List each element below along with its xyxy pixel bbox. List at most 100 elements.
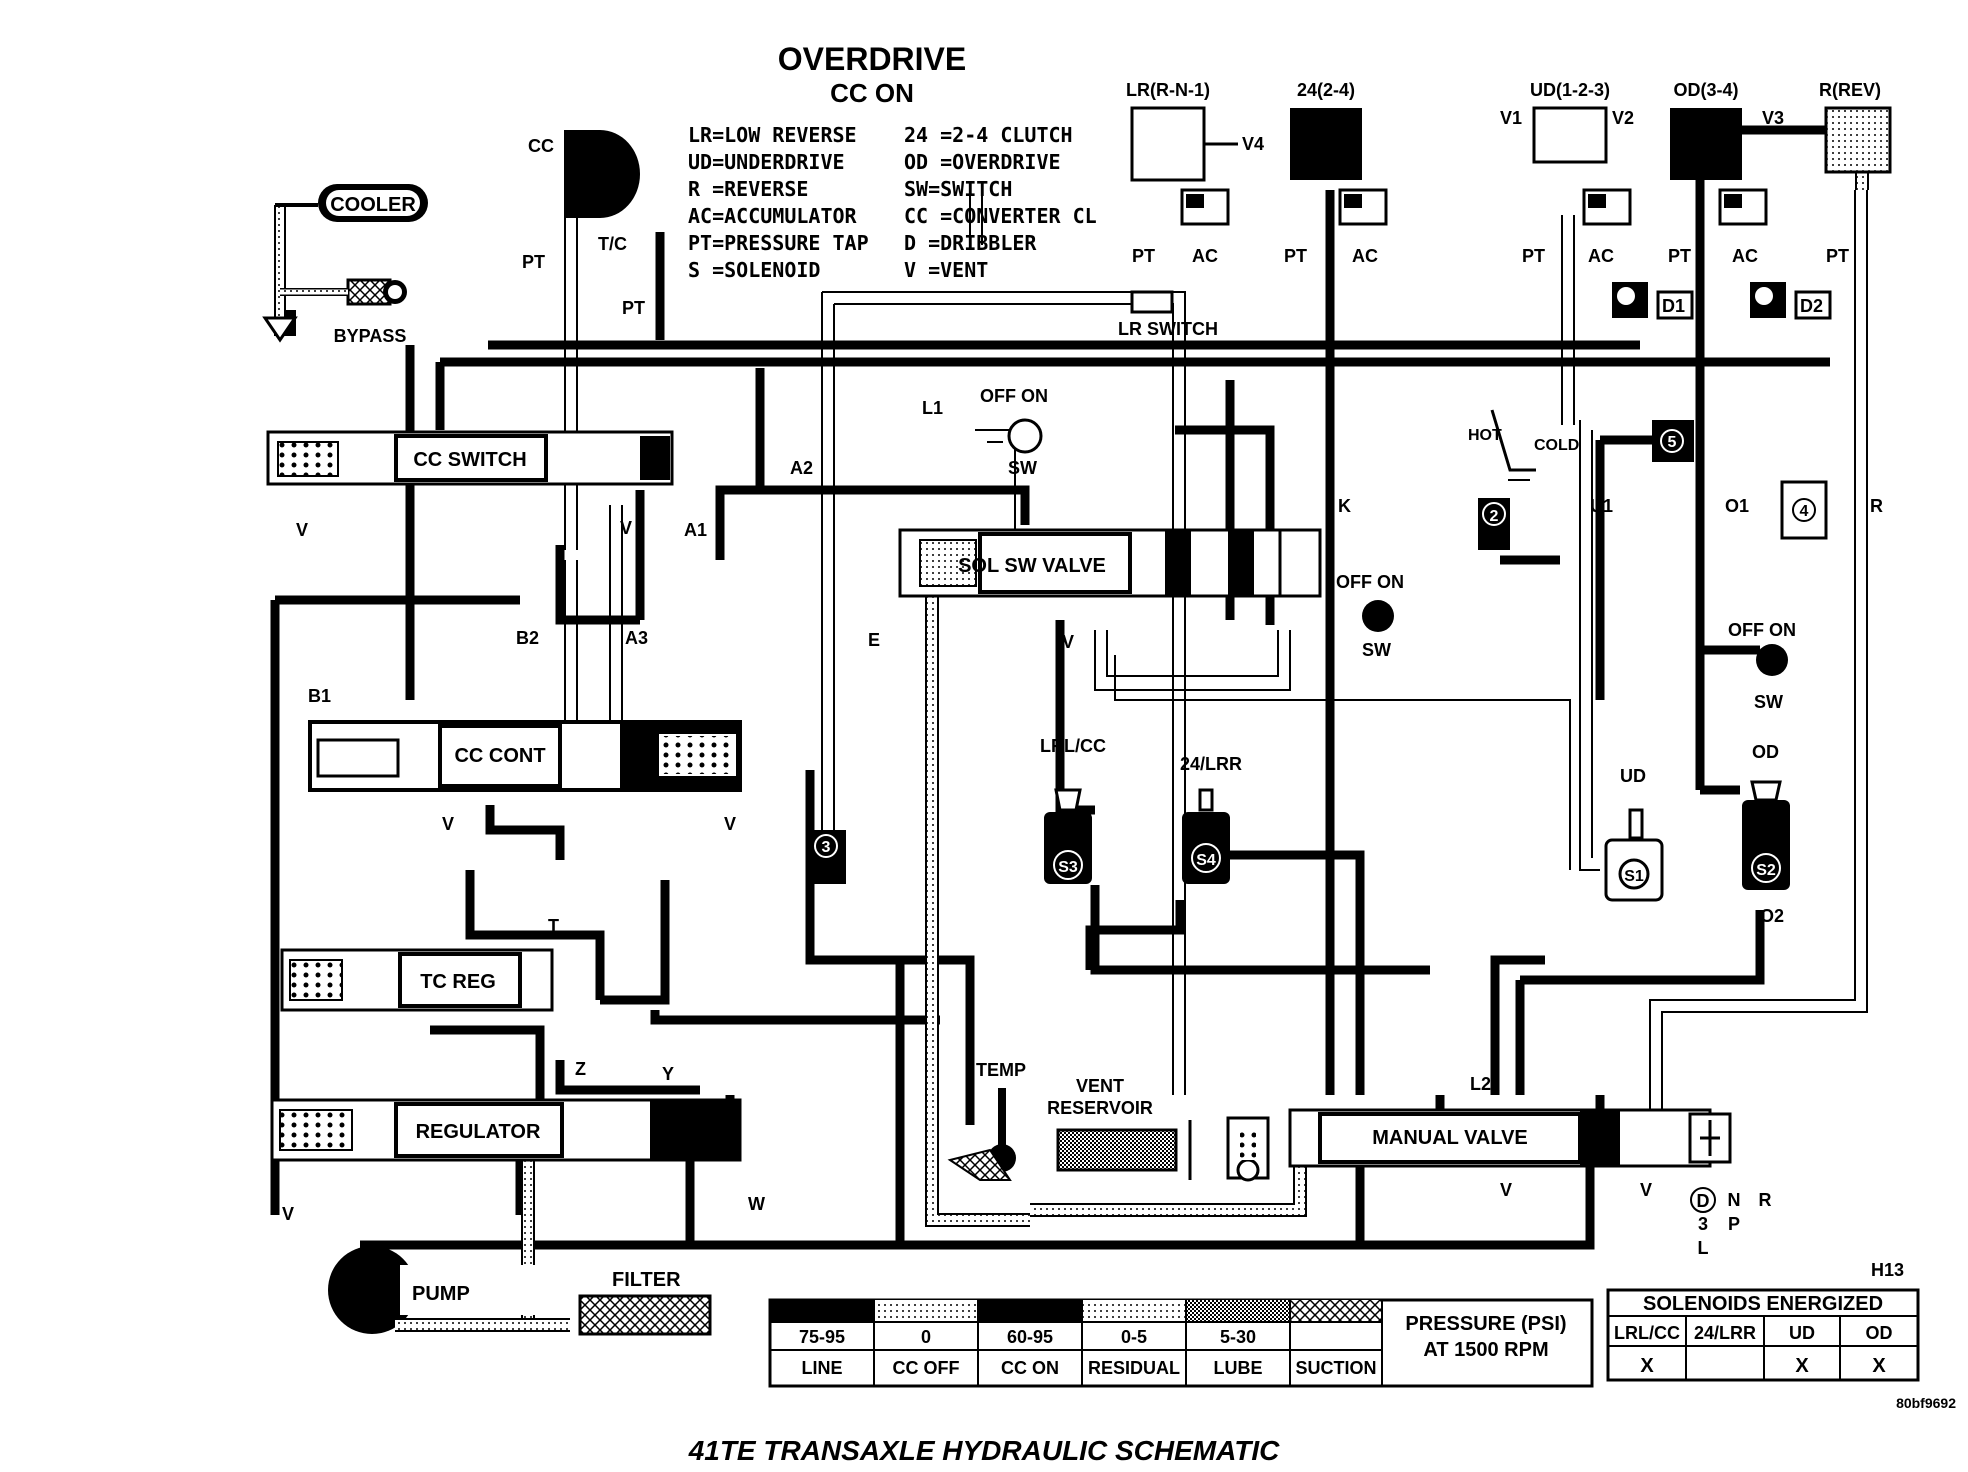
pressure-legend: 75-95 0 60-95 0-5 5-30 LINE CC OFF CC ON… xyxy=(768,1298,1594,1388)
gear-d-label: D xyxy=(1697,1191,1710,1211)
pressure-switch-top: OFF ON SW xyxy=(980,386,1048,478)
temp-label: TEMP xyxy=(976,1060,1026,1080)
vent-reservoir-label-2: RESERVOIR xyxy=(1047,1098,1153,1118)
key-right-0: 24 =2-4 CLUTCH xyxy=(904,123,1073,147)
pt-label-od: PT xyxy=(1668,246,1691,266)
pressure-header-2: AT 1500 RPM xyxy=(1423,1339,1548,1361)
swatch-line xyxy=(770,1300,874,1322)
vent-label-sol: V xyxy=(1062,632,1074,652)
drain-arrow-icon xyxy=(262,316,298,343)
pt-label-ud: PT xyxy=(1522,246,1545,266)
pressure-line-name: LINE xyxy=(801,1358,842,1378)
d1-label: D1 xyxy=(1662,296,1685,316)
pt-label-tc: PT xyxy=(522,252,545,272)
key-left-4: PT=PRESSURE TAP xyxy=(688,231,869,255)
sol-ud-label: UD xyxy=(1620,766,1646,786)
vent-label-cc1: V xyxy=(442,814,454,834)
abbreviation-key: LR=LOW REVERSE UD=UNDERDRIVE R =REVERSE … xyxy=(688,123,1097,282)
tc-label: T/C xyxy=(598,234,627,254)
ac-label-ud: AC xyxy=(1588,246,1614,266)
sw-label-2: SW xyxy=(1362,640,1391,660)
gear-d-indicator xyxy=(1690,1187,1716,1213)
ac-label-od: AC xyxy=(1732,246,1758,266)
pump-filter: PUMP FILTER xyxy=(328,1246,712,1336)
checkball-2-label: 2 xyxy=(1490,508,1499,525)
pressure-lube-name: LUBE xyxy=(1214,1358,1263,1378)
swatch-cc-on xyxy=(978,1300,1082,1322)
reservoir-body xyxy=(1056,1128,1178,1172)
lr-switch-body xyxy=(1130,290,1174,314)
swatch-residual xyxy=(1082,1300,1186,1322)
od-clutch: OD(3-4) V3 PT AC O1 xyxy=(1668,80,1784,516)
rev-clutch-label: R(REV) xyxy=(1819,80,1881,100)
figure-code: H13 xyxy=(1871,1260,1904,1280)
v4-label: V4 xyxy=(1242,134,1264,154)
pressure-cc-off-value: 0 xyxy=(921,1327,931,1347)
ac-label-lr: AC xyxy=(1192,246,1218,266)
cooler-assembly: COOLER BYPASS xyxy=(262,184,428,346)
swatch-suction xyxy=(1290,1300,1382,1322)
pressure-header-1: PRESSURE (PSI) xyxy=(1405,1313,1566,1335)
e-label: E xyxy=(868,630,880,650)
w-label: W xyxy=(748,1194,765,1214)
cold-label: COLD xyxy=(1534,437,1579,454)
diagram-caption: 41TE TRANSAXLE HYDRAULIC SCHEMATIC xyxy=(688,1435,1280,1466)
c24-clutch: 24(2-4) PT AC K xyxy=(1284,80,1388,516)
tc-reg-label: TC REG xyxy=(420,971,496,993)
gear-3-label: 3 xyxy=(1698,1214,1708,1234)
solenoids-energized-table: H13 SOLENOIDS ENERGIZED LRL/CC 24/LRR UD… xyxy=(1606,1260,1956,1411)
swatch-cc-off xyxy=(874,1300,978,1322)
sol-value-ud: X xyxy=(1795,1355,1809,1377)
vent-reservoir: VENT RESERVOIR xyxy=(1047,1076,1270,1182)
filter-label: FILTER xyxy=(612,1269,681,1291)
pt-label-24: PT xyxy=(1284,246,1307,266)
d2-label: D2 xyxy=(1800,296,1823,316)
v1-label: V1 xyxy=(1500,108,1522,128)
diagram-subtitle: CC ON xyxy=(830,78,914,108)
sol-value-lrcc: X xyxy=(1640,1355,1654,1377)
key-right-2: SW=SWITCH xyxy=(904,177,1012,201)
regulator-label: REGULATOR xyxy=(416,1121,541,1143)
ud-clutch-label: UD(1-2-3) xyxy=(1530,80,1610,100)
lr-clutch: LR(R-N-1) V4 PT AC LR SWITCH xyxy=(1118,80,1264,339)
vent-label-mv2: V xyxy=(1640,1180,1652,1200)
k-label: K xyxy=(1338,496,1351,516)
switch-3-icon xyxy=(1756,644,1788,676)
s1-label: S1 xyxy=(1624,868,1644,885)
key-right-1: OD =OVERDRIVE xyxy=(904,150,1061,174)
pressure-lube-value: 5-30 xyxy=(1220,1327,1256,1347)
key-left-3: AC=ACCUMULATOR xyxy=(688,204,858,228)
sol-od-label: OD xyxy=(1752,742,1779,762)
cooler-label: COOLER xyxy=(330,194,416,216)
rev-clutch: R(REV) PT R xyxy=(1742,80,1892,516)
gear-selector: D N R P 3 L xyxy=(1690,1187,1772,1258)
title-block: OVERDRIVE CC ON xyxy=(778,41,966,108)
bypass-label: BYPASS xyxy=(334,326,407,346)
s3-label: S3 xyxy=(1058,859,1078,876)
s4-label: S4 xyxy=(1196,852,1216,869)
y-label: Y xyxy=(662,1064,674,1084)
hot-label: HOT xyxy=(1468,427,1502,444)
ac-label-24: AC xyxy=(1352,246,1378,266)
sol-header-ud: UD xyxy=(1789,1323,1815,1343)
line-pressure-passages xyxy=(270,115,1830,1250)
pressure-switch-od: OFF ON SW xyxy=(1728,620,1796,712)
checkball-3-label: 3 xyxy=(822,839,831,856)
sol-24lr-label: 24/LRR xyxy=(1180,754,1242,774)
key-left-2: R =REVERSE xyxy=(688,177,808,201)
key-right-5: V =VENT xyxy=(904,258,988,282)
filter-body xyxy=(578,1294,712,1336)
key-left-1: UD=UNDERDRIVE xyxy=(688,150,845,174)
sol-header-od: OD xyxy=(1866,1323,1893,1343)
temp-sensor: TEMP xyxy=(947,1060,1026,1181)
key-left-5: S =SOLENOID xyxy=(688,258,820,282)
pressure-cc-on-name: CC ON xyxy=(1001,1358,1059,1378)
solenoid-s2: OD S2 O2 xyxy=(1742,742,1790,926)
solenoid-s3: LRL/CC S3 xyxy=(1040,736,1106,884)
regulator-valve: REGULATOR V Z Y W xyxy=(270,1059,765,1224)
pump-body xyxy=(328,1246,416,1334)
pressure-switch-24: OFF ON SW xyxy=(1336,572,1404,660)
sol-sw-valve: SOL SW VALVE E V L1 xyxy=(868,398,1322,652)
vent-label-reg: V xyxy=(282,1204,294,1224)
